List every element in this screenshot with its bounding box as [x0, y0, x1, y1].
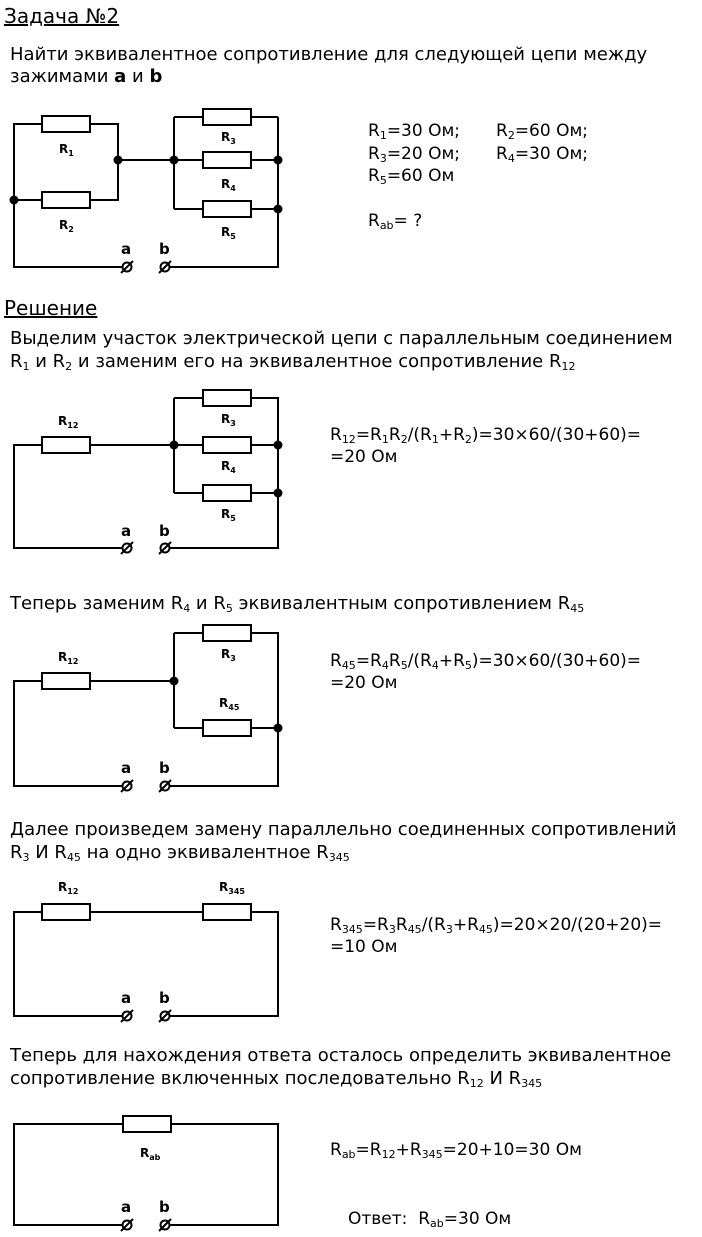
step4-formula: Rab=R12+R345=20+10=30 Ом	[330, 1140, 582, 1161]
terminal-a-icon	[120, 1218, 134, 1232]
step4-line2: сопротивление включенных последовательно…	[10, 1068, 543, 1090]
label-r12: R12	[58, 650, 78, 666]
label-r5: R5	[221, 507, 236, 523]
circuit-3: R12 R3 R45 a b	[13, 624, 283, 793]
given-r2: R2=60 Ом;	[496, 121, 589, 142]
given-r1: R1=30 Ом;	[368, 121, 461, 142]
label-r45: R45	[219, 696, 240, 712]
junction-node	[9, 195, 19, 205]
step2-result: =20 Ом	[330, 673, 398, 693]
terminal-a-icon	[120, 1009, 134, 1023]
label-b: b	[159, 759, 170, 777]
step3-line1: Далее произведем замену параллельно соед…	[10, 819, 677, 840]
task-statement-line1: Найти эквивалентное сопротивление для сл…	[10, 44, 648, 65]
terminal-b-icon	[158, 260, 172, 274]
step1-result: =20 Ом	[330, 447, 398, 467]
junction-node	[273, 440, 283, 450]
task-statement-line2: зажимами a и b	[10, 66, 163, 87]
resistor-r4	[202, 151, 252, 169]
step4-line1: Теперь для нахождения ответа осталось оп…	[10, 1045, 672, 1066]
junction-node	[273, 204, 283, 214]
label-rab: Rab	[140, 1146, 161, 1162]
label-r4: R4	[221, 177, 236, 193]
terminal-b-icon	[158, 541, 172, 555]
circuit-4: R12 R345 a b	[13, 880, 279, 1023]
resistor-r12	[41, 903, 91, 921]
step1-line2: R1 и R2 и заменим его на эквивалентное с…	[10, 351, 576, 373]
label-a: a	[121, 1198, 131, 1216]
given-r5: R5=60 Ом	[368, 166, 455, 187]
given-rab: Rab= ?	[368, 211, 423, 232]
resistor-r5	[202, 484, 252, 502]
step1-formula: R12=R1R2/(R1+R2)=30×60/(30+60)=	[330, 425, 642, 446]
junction-node	[113, 155, 123, 165]
given-r4: R4=30 Ом;	[496, 144, 589, 165]
label-b: b	[159, 989, 170, 1007]
label-b: b	[159, 522, 170, 540]
resistor-r3	[202, 389, 252, 407]
label-r12: R12	[58, 880, 78, 896]
resistor-r5	[202, 200, 252, 218]
terminal-a-icon	[120, 260, 134, 274]
circuit-2: R12 R3 R4 R5 a b	[13, 389, 283, 555]
junction-node	[169, 676, 179, 686]
label-r12: R12	[58, 414, 78, 430]
label-b: b	[159, 240, 170, 258]
label-r3: R3	[221, 647, 236, 663]
resistor-r4	[202, 436, 252, 454]
circuit-1: R1 R2 R3 R4 R5 a b	[9, 108, 283, 274]
step3-formula: R345=R3R45/(R3+R45)=20×20/(20+20)=	[330, 915, 663, 936]
label-a: a	[121, 522, 131, 540]
junction-node	[169, 440, 179, 450]
label-a: a	[121, 989, 131, 1007]
terminal-b-icon	[158, 779, 172, 793]
resistor-rab	[122, 1115, 172, 1133]
given-r3: R3=20 Ом;	[368, 144, 461, 165]
answer: Ответ: Rab=30 Ом	[348, 1209, 512, 1230]
label-b: b	[159, 1198, 170, 1216]
label-r3: R3	[221, 130, 236, 146]
label-a: a	[121, 240, 131, 258]
terminal-a-icon	[120, 779, 134, 793]
step3-line2: R3 И R45 на одно эквивалентное R345	[10, 842, 350, 864]
step2-formula: R45=R4R5/(R4+R5)=30×60/(30+60)=	[330, 651, 642, 672]
label-r2: R2	[59, 218, 74, 234]
resistor-r345	[202, 903, 252, 921]
step3-result: =10 Ом	[330, 937, 398, 957]
step1-line1: Выделим участок электрической цепи с пар…	[10, 328, 673, 349]
resistor-r12	[41, 436, 91, 454]
solution-title: Решение	[4, 296, 98, 320]
label-r1: R1	[59, 142, 74, 158]
resistor-r45	[202, 719, 252, 737]
terminal-b-icon	[158, 1218, 172, 1232]
label-a: a	[121, 759, 131, 777]
junction-node	[273, 155, 283, 165]
junction-node	[273, 488, 283, 498]
step2-line1: Теперь заменим R4 и R5 эквивалентным соп…	[10, 593, 585, 615]
resistor-r12	[41, 672, 91, 690]
label-r3: R3	[221, 412, 236, 428]
resistor-r2	[41, 191, 91, 209]
label-r4: R4	[221, 459, 236, 475]
circuit-5: Rab a b	[13, 1115, 279, 1232]
junction-node	[169, 155, 179, 165]
resistor-r3	[202, 624, 252, 642]
junction-node	[273, 723, 283, 733]
task-title: Задача №2	[4, 4, 120, 28]
resistor-r3	[202, 108, 252, 126]
terminal-a-icon	[120, 541, 134, 555]
terminal-b-icon	[158, 1009, 172, 1023]
resistor-r1	[41, 115, 91, 133]
label-r345: R345	[219, 880, 245, 896]
label-r5: R5	[221, 225, 236, 241]
